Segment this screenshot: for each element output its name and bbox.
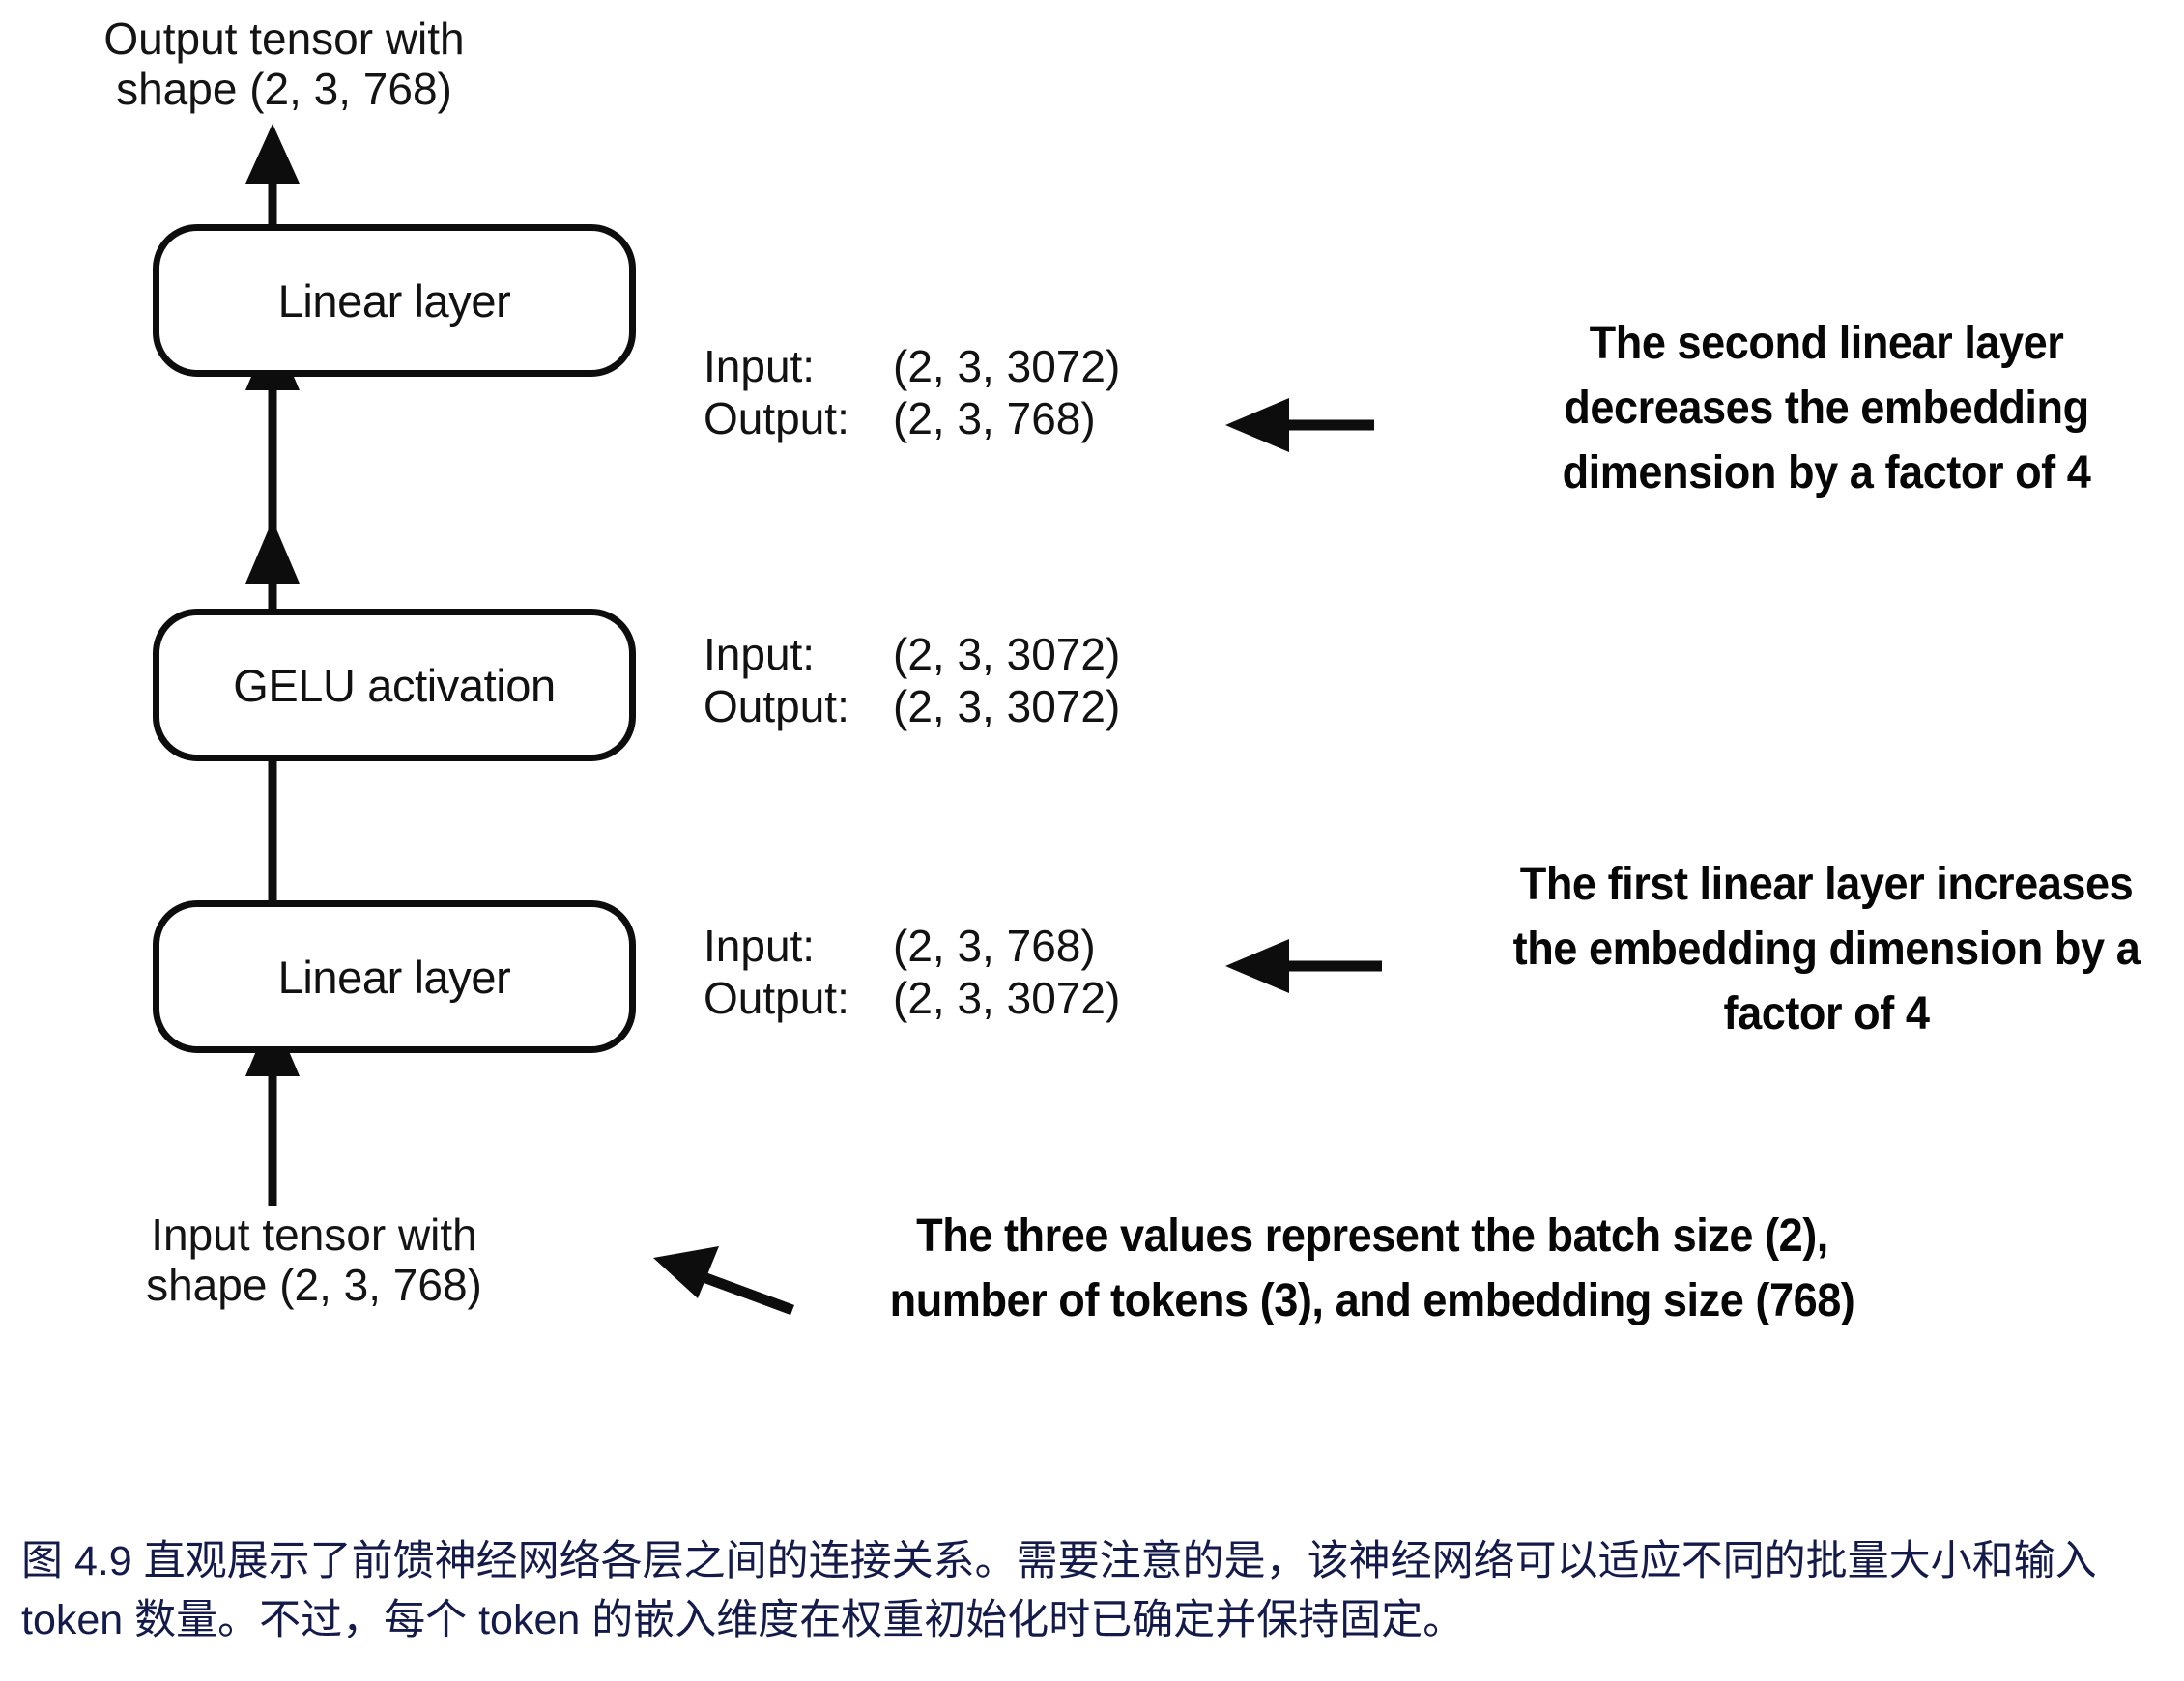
- shape-row-output: Output: (2, 3, 3072): [704, 972, 1120, 1024]
- shape-row-input: Input: (2, 3, 3072): [704, 340, 1120, 392]
- shape-block-gelu-activation: Input: (2, 3, 3072) Output: (2, 3, 3072): [704, 628, 1120, 733]
- shape-output-key: Output:: [704, 393, 849, 444]
- shape-output-value: (2, 3, 3072): [893, 973, 1121, 1024]
- output-tensor-label: Output tensor with shape (2, 3, 768): [103, 14, 465, 115]
- shape-output-value: (2, 3, 3072): [893, 681, 1121, 732]
- shape-row-output: Output: (2, 3, 3072): [704, 680, 1120, 732]
- shape-input-key: Input:: [704, 921, 816, 971]
- node-gelu-activation-label: GELU activation: [233, 659, 556, 711]
- shape-block-linear-layer-1: Input: (2, 3, 768) Output: (2, 3, 3072): [704, 920, 1120, 1025]
- arrow-to-output-tensor: [245, 124, 300, 224]
- shape-row-output: Output: (2, 3, 768): [704, 392, 1120, 444]
- callout-three-values: The three values represent the batch siz…: [889, 1211, 1855, 1327]
- node-linear-layer-2-label: Linear layer: [277, 274, 511, 327]
- shape-row-input: Input: (2, 3, 3072): [704, 628, 1120, 680]
- node-linear-layer-1[interactable]: Linear layer: [153, 900, 636, 1053]
- callout-second-linear-layer: The second linear layer decreases the em…: [1562, 318, 2091, 499]
- shape-input-value: (2, 3, 768): [893, 921, 1096, 971]
- node-linear-layer-2[interactable]: Linear layer: [153, 224, 636, 377]
- shape-block-linear-layer-2: Input: (2, 3, 3072) Output: (2, 3, 768): [704, 340, 1120, 445]
- pointer-arrow-second-linear: [1225, 398, 1374, 452]
- shape-output-value: (2, 3, 768): [893, 393, 1096, 444]
- shape-input-value: (2, 3, 3072): [893, 341, 1121, 391]
- figure-caption: 图 4.9 直观展示了前馈神经网络各层之间的连接关系。需要注意的是，该神经网络可…: [21, 1538, 2097, 1644]
- callout-first-linear-layer: The first linear layer increases the emb…: [1512, 859, 2141, 1040]
- input-tensor-label: Input tensor with shape (2, 3, 768): [146, 1210, 482, 1311]
- shape-input-key: Input:: [704, 341, 816, 391]
- shape-input-key: Input:: [704, 629, 816, 679]
- pointer-arrow-three-values: [653, 1246, 794, 1316]
- shape-row-input: Input: (2, 3, 768): [704, 920, 1120, 972]
- shape-input-value: (2, 3, 3072): [893, 629, 1121, 679]
- node-gelu-activation[interactable]: GELU activation: [153, 609, 636, 761]
- pointer-arrow-first-linear: [1225, 939, 1382, 993]
- shape-output-key: Output:: [704, 973, 849, 1024]
- shape-output-key: Output:: [704, 681, 849, 732]
- node-linear-layer-1-label: Linear layer: [277, 951, 511, 1003]
